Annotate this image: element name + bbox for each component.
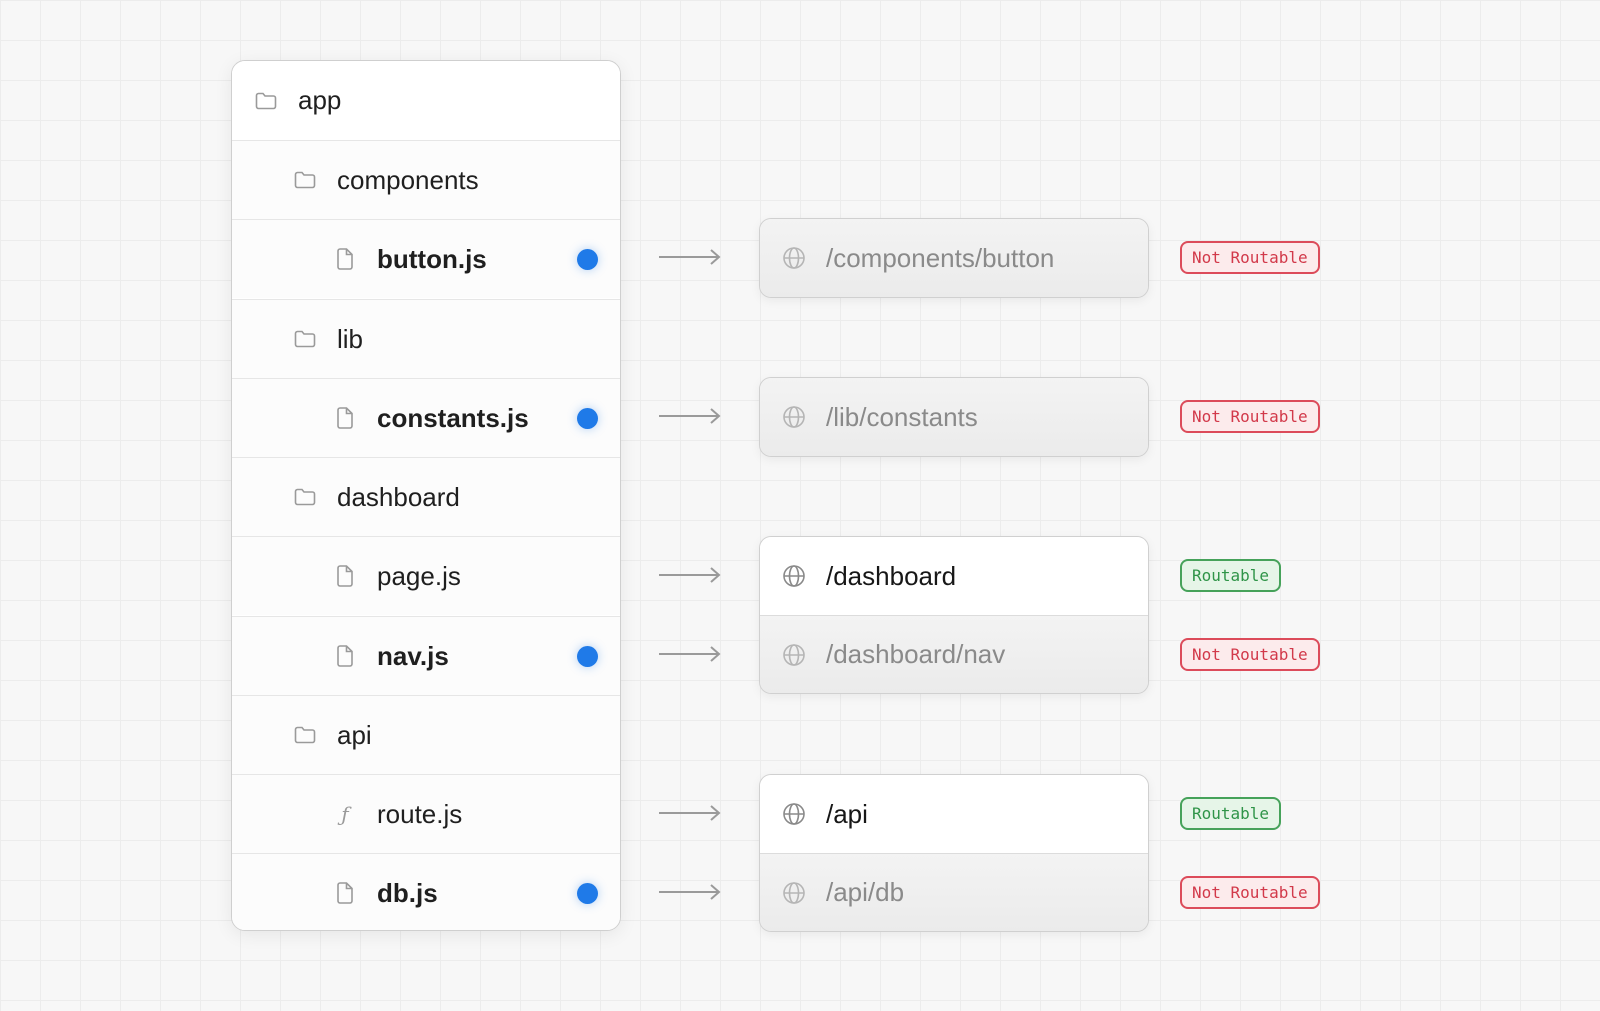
tree-row-api[interactable]: api: [232, 695, 620, 775]
arrow-right-icon: [659, 567, 721, 583]
tree-row-page-js[interactable]: page.js: [232, 536, 620, 616]
url-row[interactable]: /api: [760, 775, 1148, 853]
tree-row-label: dashboard: [337, 481, 460, 512]
marker-dot: [577, 407, 598, 429]
tree-row-label: lib: [337, 323, 364, 354]
globe-icon: [783, 565, 805, 587]
tree-row-dashboard[interactable]: dashboard: [232, 457, 620, 537]
tree-row-db-js[interactable]: db.js: [232, 853, 620, 930]
tree-row-lib[interactable]: lib: [232, 299, 620, 379]
tree-row-app[interactable]: app: [232, 61, 620, 141]
url-text: /dashboard: [826, 560, 957, 591]
folder-icon: [293, 327, 317, 351]
tree-row-label: nav.js: [377, 640, 449, 671]
routable-badge: Routable: [1180, 559, 1282, 592]
file-icon: [333, 564, 357, 588]
globe-icon: [783, 406, 805, 428]
url-row[interactable]: /api/db: [760, 853, 1148, 931]
url-text: /lib/constants: [826, 401, 978, 432]
not-routable-badge: Not Routable: [1180, 876, 1320, 909]
url-row[interactable]: /components/button: [760, 219, 1148, 297]
tree-row-label: app: [298, 85, 342, 116]
marker-dot: [577, 248, 598, 270]
file-icon: [333, 247, 357, 271]
folder-icon: [293, 485, 317, 509]
not-routable-badge: Not Routable: [1180, 638, 1320, 671]
url-text: /components/button: [826, 242, 1055, 273]
url-box-components-button: /components/button: [759, 218, 1149, 298]
arrow-right-icon: [659, 646, 721, 662]
routable-badge: Routable: [1180, 797, 1282, 830]
folder-icon: [293, 723, 317, 747]
url-text: /dashboard/nav: [826, 639, 1006, 669]
url-box-dashboard: /dashboard /dashboard/nav: [759, 536, 1149, 694]
marker-dot: [577, 882, 598, 904]
folder-icon: [293, 168, 317, 192]
tree-row-nav-js[interactable]: nav.js: [232, 616, 620, 696]
url-box-api: /api /api/db: [759, 774, 1149, 932]
url-row[interactable]: /dashboard/nav: [760, 615, 1148, 693]
not-routable-badge: Not Routable: [1180, 241, 1320, 274]
marker-dot: [577, 645, 598, 667]
function-icon: ƒ: [341, 802, 349, 827]
arrow-right-icon: [659, 884, 721, 900]
tree-row-components[interactable]: components: [232, 140, 620, 220]
tree-row-label: route.js: [377, 798, 463, 829]
tree-row-label: constants.js: [377, 402, 529, 433]
file-icon: [333, 881, 357, 905]
file-icon: [333, 644, 357, 668]
not-routable-badge: Not Routable: [1180, 400, 1320, 433]
tree-row-constants-js[interactable]: constants.js: [232, 378, 620, 458]
file-icon: [333, 406, 357, 430]
url-text: /api: [826, 798, 868, 829]
tree-row-label: components: [337, 164, 479, 195]
url-text: /api/db: [826, 877, 905, 907]
globe-icon: [783, 881, 805, 904]
tree-row-label: api: [337, 719, 372, 750]
tree-row-label: button.js: [377, 243, 487, 274]
globe-icon: [783, 803, 805, 825]
globe-icon: [783, 247, 805, 269]
file-tree-panel: app components button.js lib constants.j…: [231, 60, 621, 931]
arrow-right-icon: [659, 805, 721, 821]
arrow-right-icon: [659, 249, 721, 265]
tree-row-button-js[interactable]: button.js: [232, 219, 620, 299]
url-box-lib-constants: /lib/constants: [759, 377, 1149, 457]
tree-row-label: page.js: [377, 560, 461, 591]
tree-row-label: db.js: [377, 877, 438, 908]
folder-icon: [254, 89, 278, 113]
arrow-right-icon: [659, 408, 721, 424]
globe-icon: [783, 643, 805, 666]
url-row[interactable]: /lib/constants: [760, 378, 1148, 456]
tree-row-route-js[interactable]: ƒ route.js: [232, 774, 620, 854]
url-row[interactable]: /dashboard: [760, 537, 1148, 615]
